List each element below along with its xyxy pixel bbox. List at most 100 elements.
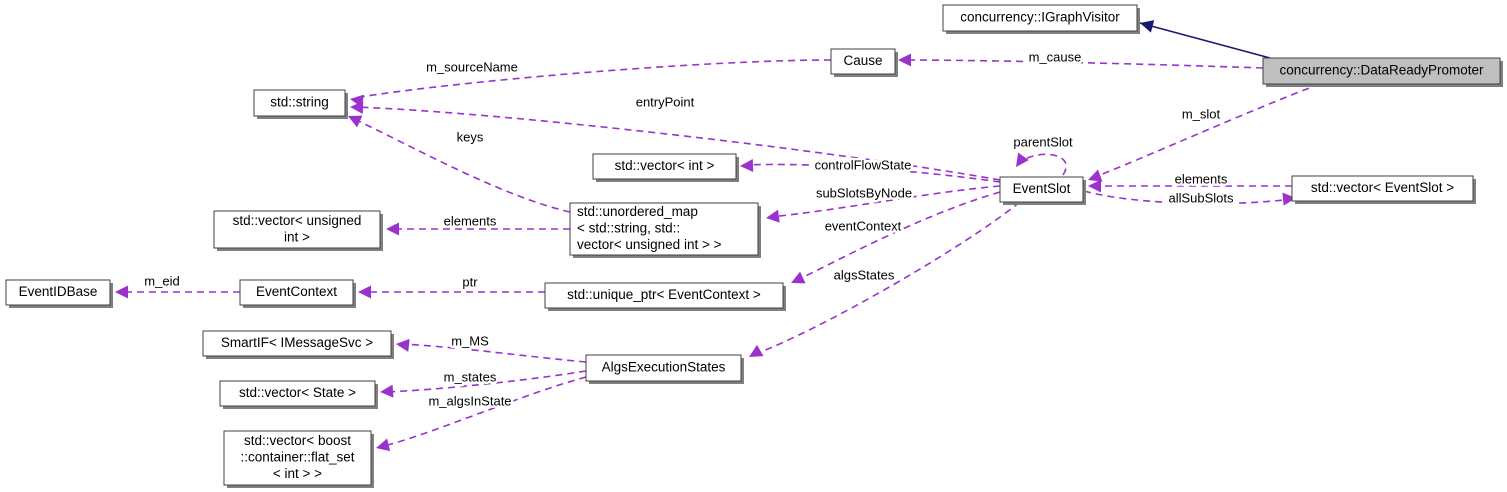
edge-label-halo-assoc-m_cause: m_cause	[1029, 49, 1082, 64]
edge-label-halo-assoc-m_algsInState: m_algsInState	[428, 393, 511, 408]
node-label-vectorint: std::vector< int >	[615, 158, 715, 173]
arrowhead-assoc-elements	[1088, 179, 1101, 193]
node-box-algsexecutionstates[interactable]	[585, 354, 742, 382]
node-box-stdstring[interactable]	[253, 89, 346, 117]
edge-line-assoc-controlFlowState	[743, 163, 1001, 183]
node-box-uniqueptreventcontext[interactable]	[544, 282, 784, 309]
node-label-vectorflatset: < int > >	[273, 466, 322, 481]
edge-label-halo-assoc-elements-uint: elements	[444, 213, 497, 228]
node-label-vectoreventslot: std::vector< EventSlot >	[1311, 180, 1454, 195]
edge-line-assoc-m_MS	[399, 343, 587, 363]
edge-line-assoc-m_states	[383, 370, 587, 393]
edge-label-assoc-controlFlowState: controlFlowState	[815, 157, 912, 172]
edge-label-assoc-m_states: m_states	[444, 369, 497, 384]
node-stdstring[interactable]: std::string	[253, 89, 348, 119]
node-label-uniqueptreventcontext: std::unique_ptr< EventContext >	[567, 287, 761, 302]
edge-label-halo-assoc-m_states: m_states	[444, 369, 497, 384]
edge-label-halo-assoc-entryPoint: entryPoint	[636, 94, 695, 109]
edge-label-assoc-elements: elements	[1175, 171, 1228, 186]
arrowhead-assoc-controlFlowState	[740, 159, 754, 173]
arrowhead-assoc-ptr	[358, 285, 371, 299]
edge-label-assoc-subSlotsByNode: subSlotsByNode	[816, 185, 912, 200]
node-eventidbase[interactable]: EventIDBase	[5, 279, 113, 308]
arrowhead-assoc-m_slot	[1088, 169, 1103, 182]
edge-label-halo-assoc-m_slot: m_slot	[1182, 106, 1221, 121]
edge-label-assoc-elements-uint: elements	[444, 213, 497, 228]
edge-label-assoc-allSubSlots: allSubSlots	[1168, 190, 1234, 205]
node-box-eventslot[interactable]	[999, 176, 1084, 203]
node-box-unorderedmap[interactable]	[569, 202, 759, 256]
node-vectorint[interactable]: std::vector< int >	[592, 153, 739, 182]
edge-label-assoc-m_MS: m_MS	[451, 333, 489, 348]
arrowhead-assoc-elements-uint	[386, 222, 399, 236]
edge-label-assoc-m_cause: m_cause	[1029, 49, 1082, 64]
node-label-eventidbase: EventIDBase	[19, 284, 98, 299]
node-label-eventslot: EventSlot	[1013, 181, 1071, 196]
arrowhead-assoc-m_states	[380, 384, 394, 398]
node-box-vectoreventslot[interactable]	[1291, 175, 1474, 202]
node-label-cause: Cause	[843, 53, 882, 68]
node-label-unorderedmap: < std::string, std::	[577, 221, 680, 236]
edge-label-assoc-parentSlot: parentSlot	[1013, 134, 1073, 149]
edge-line-assoc-m_slot	[1091, 83, 1321, 179]
node-eventslot[interactable]: EventSlot	[999, 176, 1086, 205]
node-vectoreventslot[interactable]: std::vector< EventSlot >	[1291, 175, 1476, 204]
node-label-vectorflatset: std::vector< boost	[244, 433, 351, 448]
node-vectorflatset[interactable]: std::vector< boost::container::flat_set<…	[223, 430, 374, 488]
edge-line-assoc-eventContext	[794, 191, 1001, 282]
node-box-vectorflatset[interactable]	[223, 430, 372, 486]
edge-label-halo-assoc-subSlotsByNode: subSlotsByNode	[816, 185, 912, 200]
node-algsexecutionstates[interactable]: AlgsExecutionStates	[585, 354, 744, 384]
node-label-vectorflatset: ::container::flat_set	[240, 450, 354, 465]
arrowhead-assoc-m_cause	[898, 53, 911, 67]
node-cause[interactable]: Cause	[830, 48, 898, 77]
edge-line-assoc-entryPoint	[353, 106, 1001, 181]
node-box-eventidbase[interactable]	[5, 279, 111, 306]
node-unorderedmap[interactable]: std::unordered_map< std::string, std::ve…	[569, 202, 761, 258]
arrowhead-assoc-keys	[348, 115, 363, 128]
node-datareadypromoter[interactable]: concurrency::DataReadyPromoter	[1262, 57, 1503, 87]
arrowhead-assoc-algsStates	[749, 344, 764, 357]
node-box-vectorstate[interactable]	[219, 380, 376, 407]
edge-label-halo-assoc-m_eid: m_eid	[144, 273, 179, 288]
node-box-vectorint[interactable]	[592, 153, 737, 180]
edge-label-assoc-eventContext: eventContext	[825, 218, 902, 233]
edge-assoc-m_MS: m_MSm_MS	[396, 331, 587, 363]
node-label-algsexecutionstates: AlgsExecutionStates	[602, 360, 726, 375]
node-label-vectoruint: std::vector< unsigned	[233, 213, 362, 228]
node-smartif[interactable]: SmartIF< IMessageSvc >	[202, 330, 394, 359]
edge-label-assoc-m_algsInState: m_algsInState	[428, 393, 511, 408]
arrowhead-assoc-m_eid	[115, 285, 128, 299]
edge-inherit-datareadypromoter-igraphvisitor	[1139, 20, 1271, 59]
edge-line-assoc-parentSlot	[1017, 153, 1067, 176]
node-eventcontext[interactable]: EventContext	[239, 279, 356, 308]
arrowhead-assoc-subSlotsByNode	[766, 209, 780, 223]
edge-line-assoc-m_sourceName	[353, 59, 832, 99]
edge-label-halo-assoc-eventContext: eventContext	[825, 218, 902, 233]
node-box-vectoruint[interactable]	[213, 210, 381, 249]
edge-label-assoc-ptr: ptr	[462, 274, 478, 289]
node-igraphvisitor[interactable]: concurrency::IGraphVisitor	[942, 4, 1140, 34]
arrowhead-assoc-eventContext	[791, 271, 806, 284]
edge-label-assoc-m_slot: m_slot	[1182, 106, 1221, 121]
node-vectorstate[interactable]: std::vector< State >	[219, 380, 378, 409]
node-uniqueptreventcontext[interactable]: std::unique_ptr< EventContext >	[544, 282, 786, 311]
edge-label-assoc-entryPoint: entryPoint	[636, 94, 695, 109]
node-label-stdstring: std::string	[270, 95, 329, 110]
node-box-igraphvisitor[interactable]	[942, 4, 1138, 32]
arrowhead-assoc-entryPoint	[350, 100, 364, 114]
node-box-cause[interactable]	[830, 48, 896, 75]
node-box-eventcontext[interactable]	[239, 279, 354, 306]
node-box-smartif[interactable]	[202, 330, 392, 357]
node-box-datareadypromoter[interactable]	[1262, 57, 1501, 85]
edge-line-assoc-subSlotsByNode	[769, 185, 1001, 218]
